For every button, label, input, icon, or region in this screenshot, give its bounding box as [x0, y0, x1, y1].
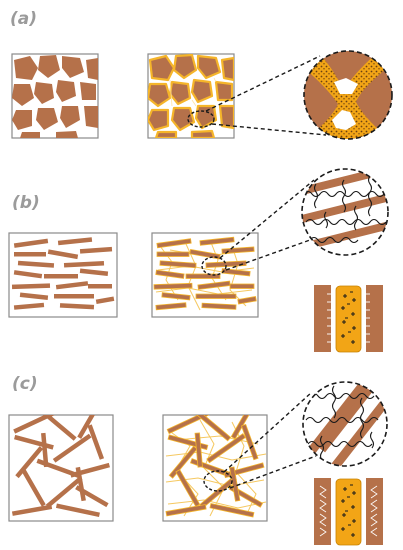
- flake-particles-with-binder: [151, 232, 259, 318]
- zoom-circle-icon: [203, 381, 388, 492]
- granular-particles-plain: [11, 53, 99, 139]
- rod-particles-with-binder: [162, 414, 268, 522]
- panel-label-c: (c): [12, 374, 38, 394]
- rod-particles-plain: [8, 414, 114, 522]
- granular-particles-with-binder: [147, 53, 235, 139]
- electrode-cell-icon: [314, 285, 383, 353]
- zoom-circle-icon: [187, 50, 393, 140]
- flake-particles-plain: [8, 232, 118, 318]
- electrode-cell-icon: [314, 478, 383, 546]
- panel-label-b: (b): [12, 193, 40, 213]
- panel-label-a: (a): [10, 9, 37, 29]
